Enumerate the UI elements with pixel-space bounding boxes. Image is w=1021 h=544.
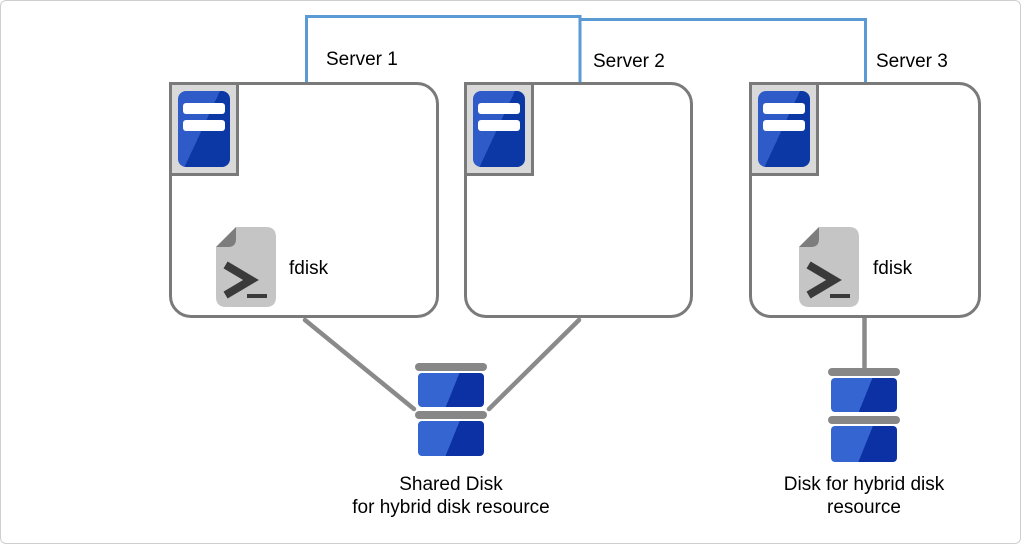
server-drive-slot-icon <box>183 103 225 114</box>
server-tower-icon <box>178 91 230 167</box>
local-disk-icon <box>828 416 900 424</box>
shared-disk-icon <box>418 421 484 456</box>
server-drive-slot-icon <box>183 120 225 131</box>
server1-fdisk-label: fdisk <box>289 258 329 279</box>
server-drive-slot-icon <box>763 103 805 114</box>
local-disk-label: Disk for hybrid disk resource <box>734 473 994 519</box>
server-drive-slot-icon <box>763 120 805 131</box>
network-line-server1-server2 <box>305 15 582 82</box>
connector-server2-shared-disk <box>486 317 582 412</box>
server3-label: Server 3 <box>876 51 948 72</box>
connector-server1-shared-disk <box>302 317 417 412</box>
local-disk-label-line2: resource <box>827 497 901 518</box>
local-disk-icon <box>831 426 897 462</box>
shared-disk-icon <box>418 373 484 407</box>
local-disk-icon <box>831 378 897 412</box>
server2-box <box>464 82 693 318</box>
local-disk-icon <box>828 368 900 376</box>
shared-disk-label-line1: Shared Disk <box>399 474 503 495</box>
shared-disk-icon <box>415 363 487 371</box>
server-tower-icon <box>473 91 525 167</box>
shared-disk-label: Shared Disk for hybrid disk resource <box>281 473 621 519</box>
shared-disk-label-line2: for hybrid disk resource <box>352 497 550 518</box>
server1-label: Server 1 <box>326 49 398 70</box>
server-icon <box>464 82 534 176</box>
local-disk-label-line1: Disk for hybrid disk <box>783 474 945 495</box>
server-icon <box>749 82 819 176</box>
server-drive-slot-icon <box>478 120 520 131</box>
network-line-server2-server3 <box>580 18 867 82</box>
terminal-file-icon <box>799 227 859 307</box>
server-tower-icon <box>758 91 810 167</box>
server2-label: Server 2 <box>593 51 665 72</box>
server-drive-slot-icon <box>478 103 520 114</box>
server-icon <box>169 82 239 176</box>
server3-fdisk-label: fdisk <box>873 258 913 279</box>
shared-disk-icon <box>415 411 487 419</box>
terminal-file-icon <box>216 227 276 307</box>
